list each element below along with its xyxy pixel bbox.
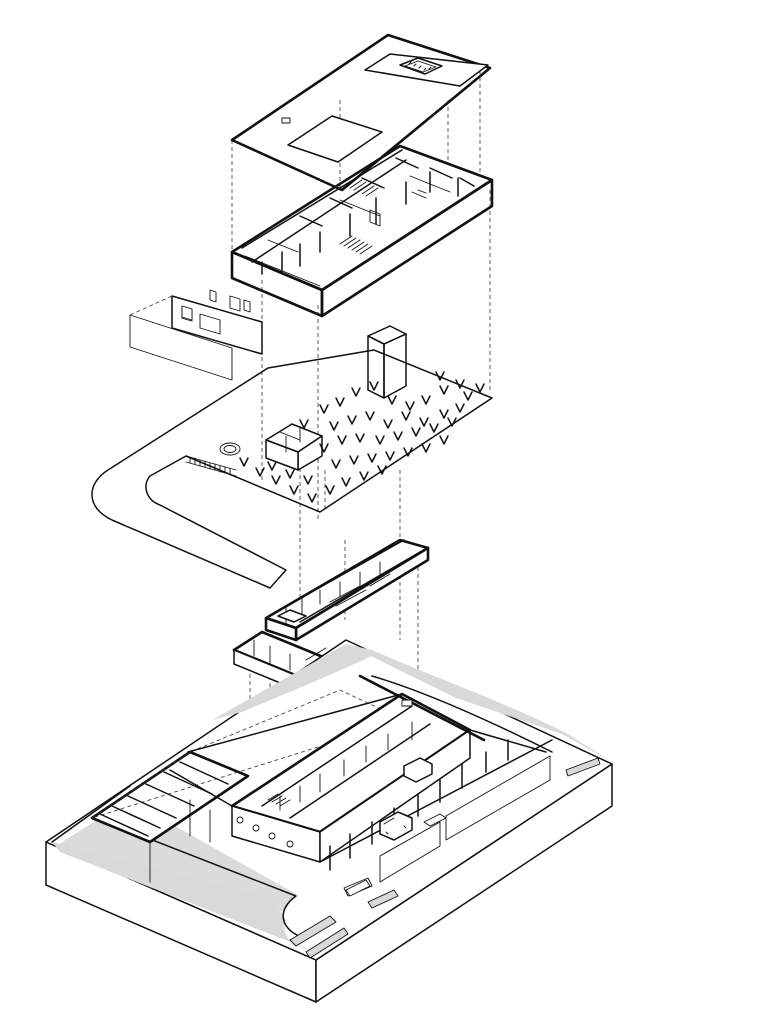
fountain-icon <box>219 442 241 456</box>
hedge-icons <box>379 755 551 883</box>
ground-floor-layer <box>90 674 553 897</box>
pavilion-icon <box>265 423 323 471</box>
fence-icon <box>185 455 237 477</box>
roof-layer <box>230 33 492 192</box>
van-icon <box>379 811 413 841</box>
stair-icon <box>349 179 379 197</box>
stair-icon <box>339 235 373 255</box>
site-base-layer <box>45 639 613 1003</box>
landscape-plaza-layer <box>91 325 493 589</box>
tree-icons <box>239 371 485 503</box>
stair-icon <box>267 793 291 807</box>
rooftop-unit-icon <box>399 57 443 75</box>
van-icon <box>403 757 433 783</box>
facade-panels-layer <box>129 289 263 381</box>
sign-icon <box>401 699 413 707</box>
upper-floor-layer <box>230 144 494 318</box>
tower-icon <box>367 325 407 399</box>
